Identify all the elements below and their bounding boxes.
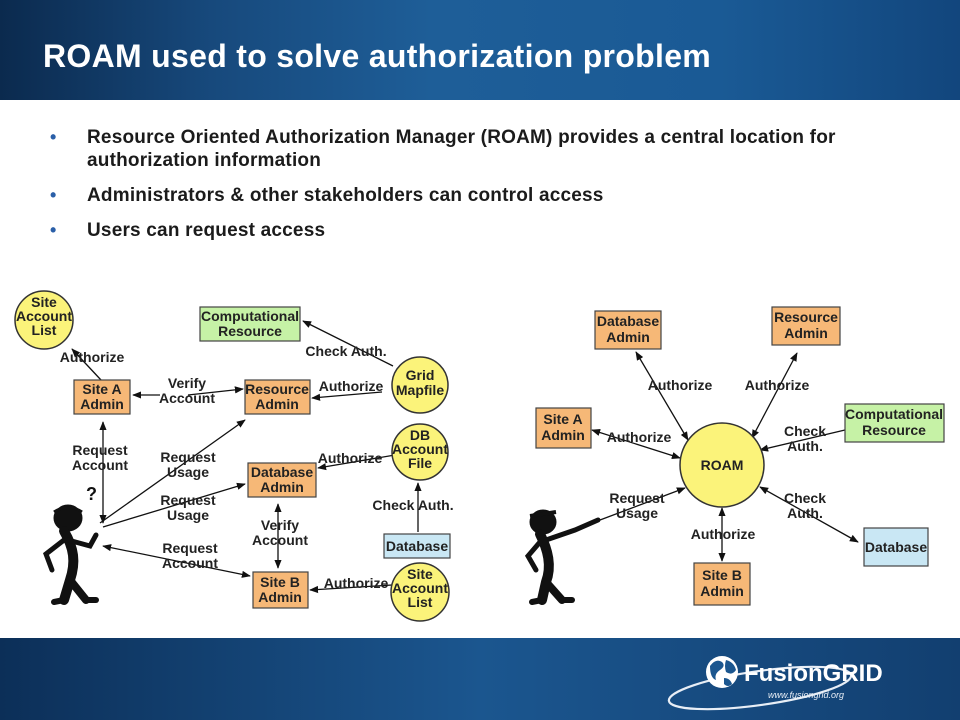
node-database: Database xyxy=(863,527,929,567)
edge-label: Authorize xyxy=(607,429,672,445)
edge-label: Authorize xyxy=(60,349,125,365)
bullet-item: Users can request access xyxy=(50,219,930,242)
node-database: Database xyxy=(383,533,451,559)
bullet-item: Administrators & other stakeholders can … xyxy=(50,184,930,207)
footer-bar: FusionGRID www.fusiongrid.org xyxy=(0,638,960,720)
svg-text:ROAM: ROAM xyxy=(701,457,744,473)
edge-label: Authorize xyxy=(324,575,389,591)
edge-label: Authorize xyxy=(691,526,756,542)
edge-label: Check Auth. xyxy=(372,497,453,513)
edge-label: Authorize xyxy=(648,377,713,393)
svg-text:Database: Database xyxy=(865,539,927,555)
logo-url: www.fusiongrid.org xyxy=(768,690,844,700)
title-bar: ROAM used to solve authorization problem xyxy=(0,0,960,100)
user-figure-icon xyxy=(524,509,601,605)
edge-label: Authorize xyxy=(319,378,384,394)
node-roam: ROAM xyxy=(679,422,765,508)
edge-label: Authorize xyxy=(318,450,383,466)
question-mark: ? xyxy=(86,484,97,504)
user-figure-icon: ? xyxy=(43,484,99,605)
edge-label: Authorize xyxy=(745,377,810,393)
edge-label: Check Auth. xyxy=(305,343,386,359)
fusiongrid-logo: FusionGRID www.fusiongrid.org xyxy=(667,656,883,711)
bullet-item: Resource Oriented Authorization Manager … xyxy=(50,126,930,172)
svg-text:Database: Database xyxy=(386,538,448,554)
bullet-list: Resource Oriented Authorization Manager … xyxy=(50,126,930,254)
globe-icon xyxy=(706,656,738,688)
slide-title: ROAM used to solve authorization problem xyxy=(43,38,712,74)
logo-wordmark: FusionGRID xyxy=(744,660,883,687)
